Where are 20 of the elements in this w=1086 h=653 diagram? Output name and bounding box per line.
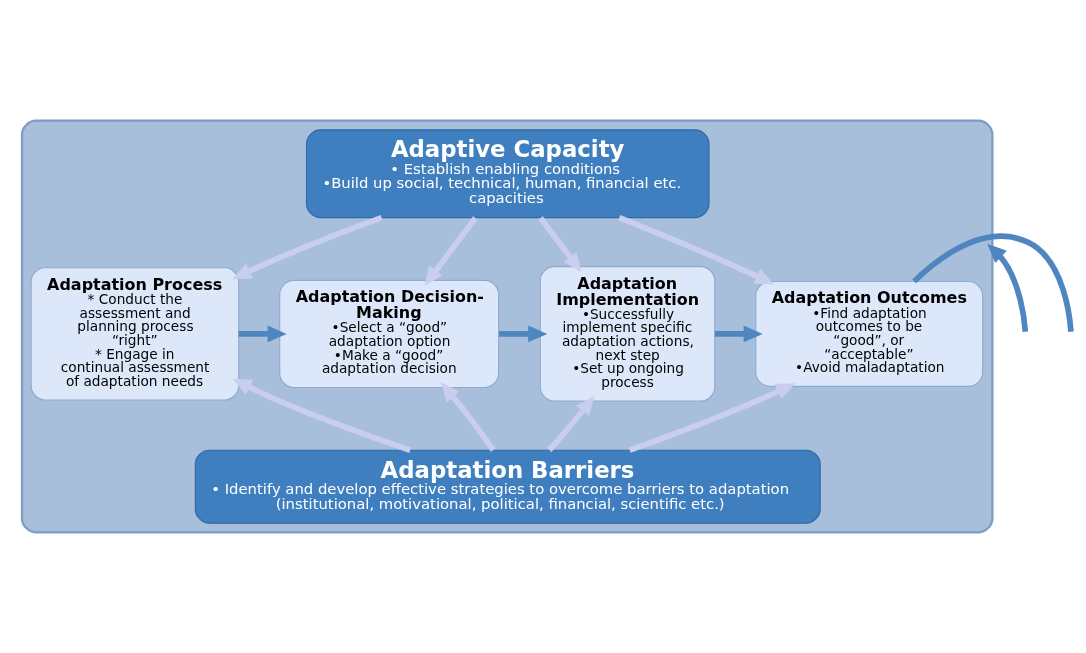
arrow bbox=[232, 378, 412, 453]
arrow bbox=[547, 395, 595, 452]
arrow bbox=[987, 243, 1029, 332]
arrow bbox=[618, 215, 775, 285]
node-box: Adaptation Process * Conduct the assessment and planning process “right” * Engage in continual assessment of adaptation needs bbox=[30, 267, 240, 401]
arrow bbox=[538, 216, 582, 273]
arrow bbox=[714, 325, 763, 343]
arrow bbox=[238, 325, 287, 343]
arrow bbox=[424, 216, 478, 286]
arrow bbox=[628, 383, 796, 453]
cluster bbox=[20, 119, 994, 534]
arrow bbox=[440, 382, 496, 452]
node-box: Adaptation Decision-Making •Select a “good” adaptation option •Make a “good” adaptation decision bbox=[279, 279, 500, 389]
arrow bbox=[232, 215, 383, 280]
node-box: Adaptation Implementation •Successfully implement specific adaptation actions, next step •Set up ongoing process bbox=[539, 266, 716, 402]
node-box: Adaptation Outcomes •Find adaptation outcomes to be “good”, or “acceptable” •Avoid maladaptation bbox=[755, 280, 984, 387]
node-box: Adaptation Barriers • Identify and develop effective strategies to overcome barriers to adaptation (institutional, motivational, political, financial, scientific etc.) bbox=[194, 449, 821, 524]
node-box: Adaptive Capacity • Establish enabling conditions •Build up social, technical, human, financial etc. capacities bbox=[305, 129, 710, 219]
connector bbox=[912, 233, 1074, 332]
arrow bbox=[499, 325, 548, 343]
